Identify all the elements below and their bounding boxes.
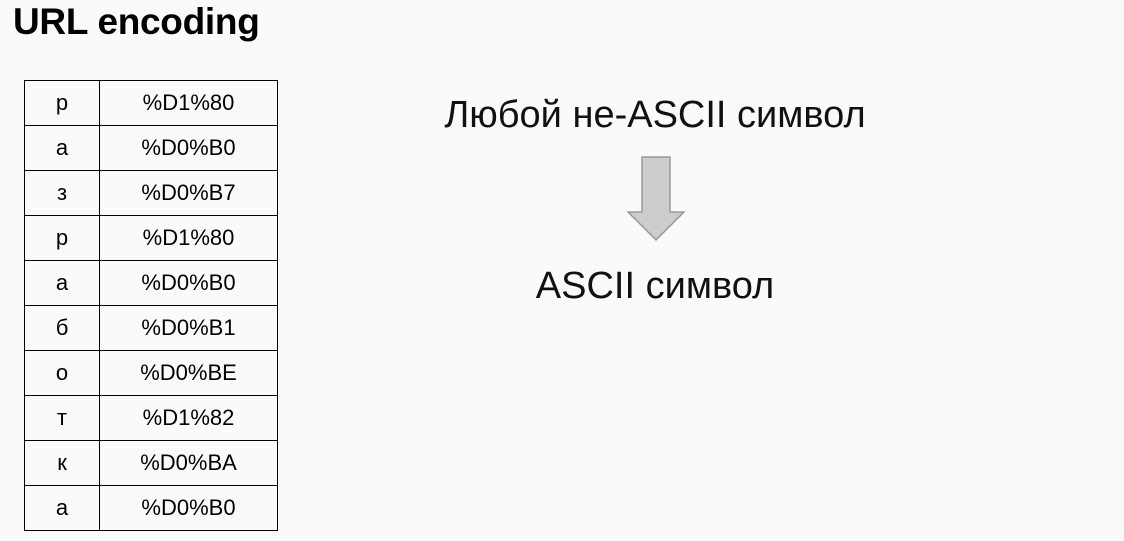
table-row: о %D0%BE <box>24 350 278 396</box>
char-cell: а <box>24 125 100 171</box>
table-row: к %D0%BA <box>24 440 278 486</box>
table-row: р %D1%80 <box>24 80 278 126</box>
code-cell: %D0%B7 <box>99 170 278 216</box>
encoding-table: р %D1%80 а %D0%B0 з %D0%B7 р %D1%80 а %D… <box>24 80 278 531</box>
code-cell: %D0%BA <box>99 440 278 486</box>
char-cell: з <box>24 170 100 216</box>
table-row: б %D0%B1 <box>24 305 278 351</box>
char-cell: к <box>24 440 100 486</box>
code-cell: %D0%B0 <box>99 485 278 531</box>
arrow-down-icon <box>626 156 686 242</box>
char-cell: р <box>24 80 100 126</box>
table-row: з %D0%B7 <box>24 170 278 216</box>
char-cell: р <box>24 215 100 261</box>
char-cell: б <box>24 305 100 351</box>
code-cell: %D0%B1 <box>99 305 278 351</box>
char-cell: т <box>24 395 100 441</box>
source-label: Любой не-ASCII символ <box>444 94 866 136</box>
code-cell: %D0%B0 <box>99 260 278 306</box>
table-row: р %D1%80 <box>24 215 278 261</box>
code-cell: %D1%80 <box>99 215 278 261</box>
table-row: т %D1%82 <box>24 395 278 441</box>
table-row: а %D0%B0 <box>24 485 278 531</box>
char-cell: а <box>24 485 100 531</box>
char-cell: о <box>24 350 100 396</box>
slide-title: URL encoding <box>13 1 260 42</box>
code-cell: %D1%82 <box>99 395 278 441</box>
code-cell: %D1%80 <box>99 80 278 126</box>
target-label: ASCII символ <box>535 265 775 307</box>
code-cell: %D0%BE <box>99 350 278 396</box>
